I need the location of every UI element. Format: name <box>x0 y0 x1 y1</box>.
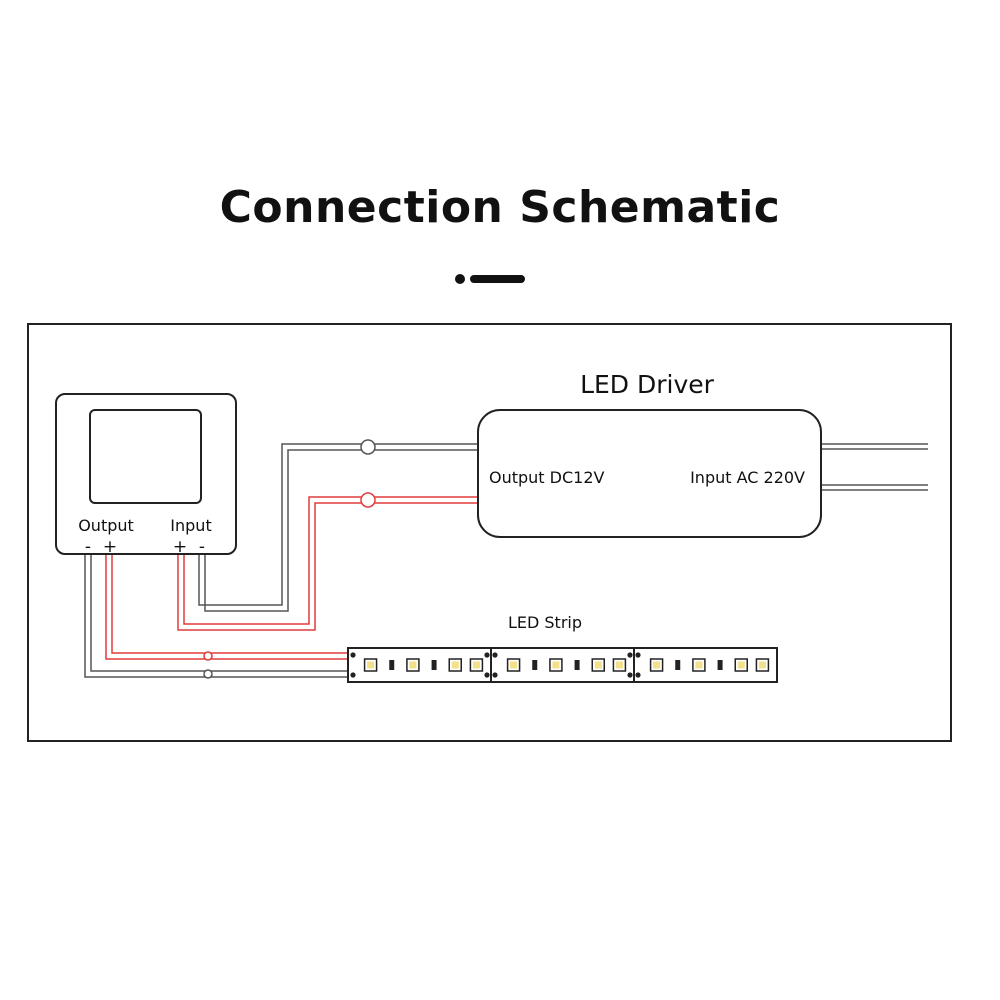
page-title: Connection Schematic <box>219 182 781 233</box>
output-minus-sign: - <box>85 537 91 557</box>
led-chip-core <box>409 661 417 669</box>
driver-output-label: Output DC12V <box>489 468 605 487</box>
divider-bar <box>470 275 525 283</box>
driver-input-label: Input AC 220V <box>690 468 805 487</box>
led-chip-core <box>594 661 602 669</box>
led-chip-core <box>367 661 375 669</box>
solder-pad <box>350 652 356 658</box>
strip-positive-wire <box>105 554 348 661</box>
led-driver: LED Driver Output DC12V Input AC 220V <box>477 370 822 538</box>
solder-pad <box>635 672 641 678</box>
solder-pad <box>635 652 641 658</box>
led-strip-label: LED Strip <box>508 613 582 632</box>
solder-pad <box>492 652 498 658</box>
strip-negative-connector <box>203 669 213 679</box>
divider-dot <box>455 274 465 284</box>
strip-negative-wire <box>84 554 348 679</box>
module-input-label: Input <box>170 516 211 535</box>
led-chip-core <box>552 661 560 669</box>
output-plus-sign: + <box>103 537 117 557</box>
driver-positive-wire <box>177 492 478 631</box>
negative-wire-connector <box>360 439 376 455</box>
resistor <box>717 660 723 670</box>
led-driver-body <box>477 409 822 538</box>
resistor <box>532 660 538 670</box>
driver-negative-wire <box>198 439 478 612</box>
led-strip <box>347 647 778 683</box>
led-chip-core <box>653 661 661 669</box>
led-chip-core <box>758 661 766 669</box>
led-chip-core <box>695 661 703 669</box>
led-chip-core <box>615 661 623 669</box>
input-plus-sign: + <box>173 537 187 557</box>
ac-input-wires <box>821 443 928 491</box>
led-chip-core <box>451 661 459 669</box>
title-divider <box>455 274 525 284</box>
led-chip-core <box>510 661 518 669</box>
resistor <box>675 660 681 670</box>
input-minus-sign: - <box>199 537 205 557</box>
solder-pad <box>484 652 490 658</box>
led-chip-core <box>472 661 480 669</box>
strip-positive-connector <box>203 651 213 661</box>
resistor <box>389 660 395 670</box>
solder-pad <box>350 672 356 678</box>
solder-pad <box>484 672 490 678</box>
resistor <box>574 660 580 670</box>
solder-pad <box>627 672 633 678</box>
solder-pad <box>627 652 633 658</box>
solder-pad <box>492 672 498 678</box>
module-output-label: Output <box>78 516 134 535</box>
led-chip-core <box>737 661 745 669</box>
resistor <box>431 660 437 670</box>
diagram-frame <box>27 323 952 742</box>
positive-wire-connector <box>360 492 376 508</box>
controller-module: Output Input - + + - <box>55 393 237 557</box>
module-screen <box>89 409 202 504</box>
led-driver-label: LED Driver <box>580 370 715 399</box>
